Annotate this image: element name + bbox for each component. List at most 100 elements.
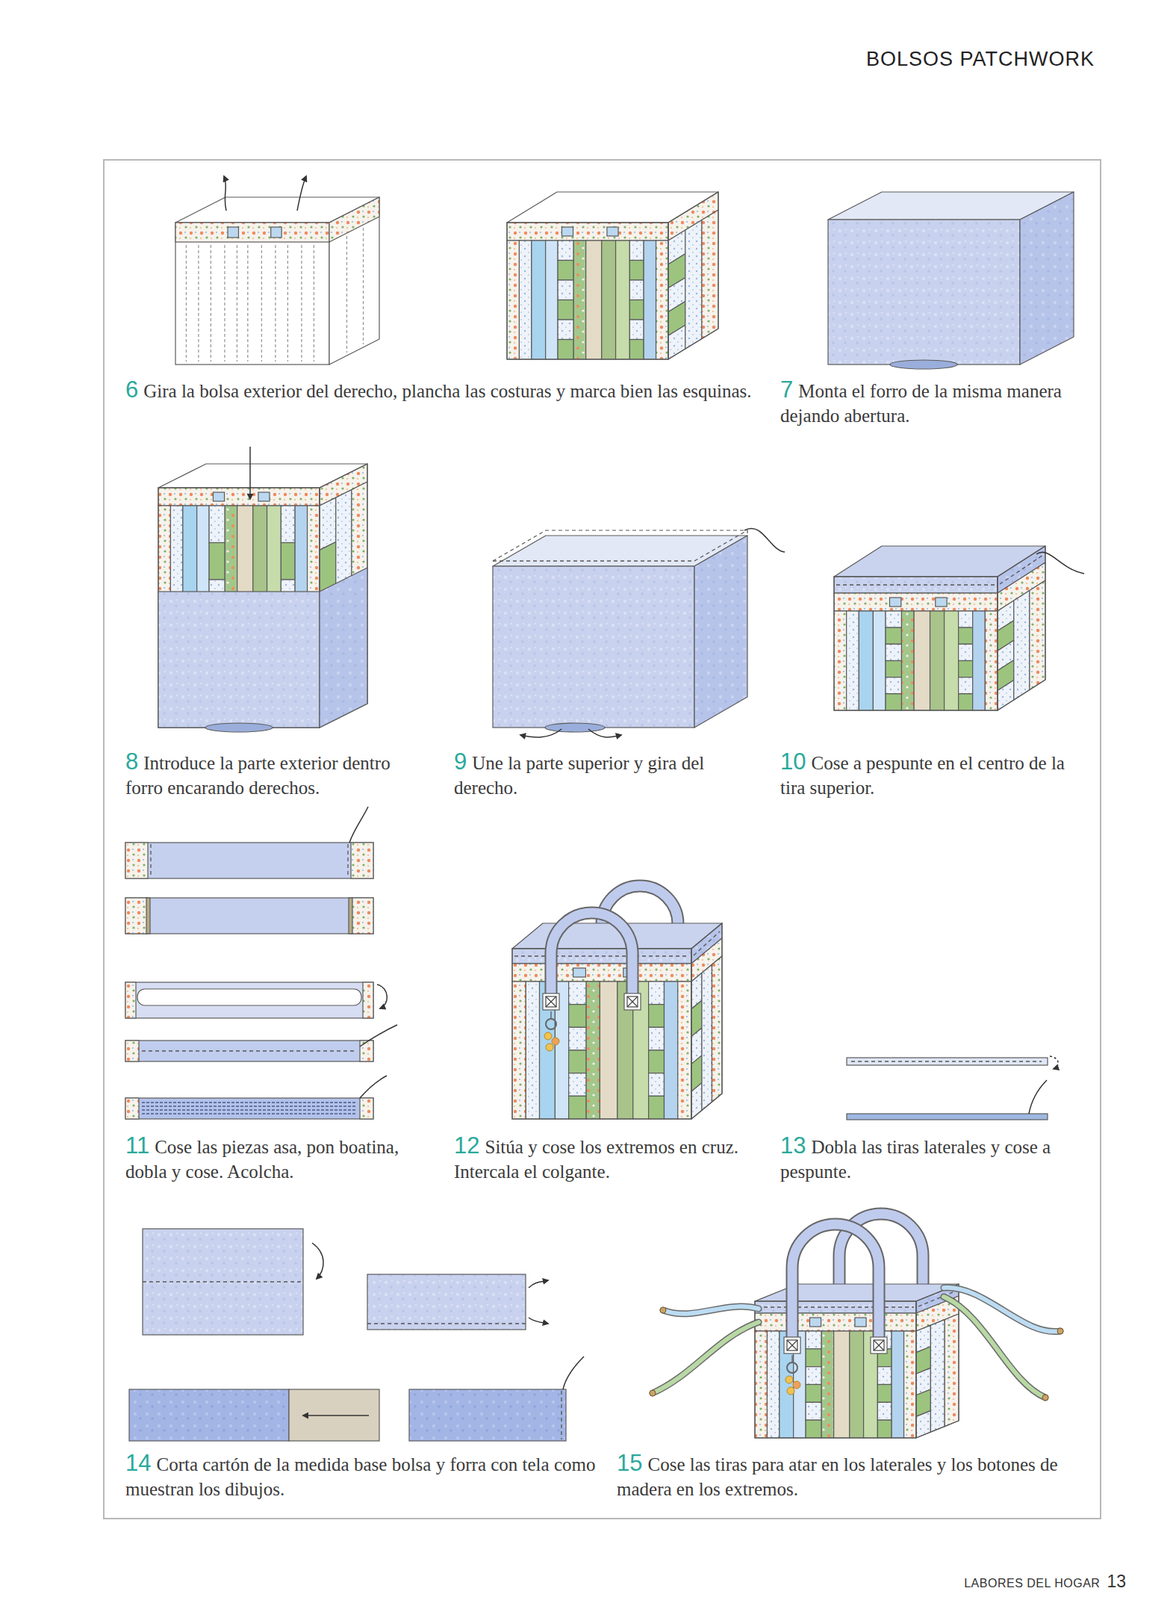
illustration-part — [984, 610, 998, 711]
illustration-part — [125, 981, 374, 1018]
illustration-part — [287, 244, 289, 362]
illustration-part — [663, 981, 678, 1119]
illustration-part — [834, 592, 998, 611]
illustration-part — [834, 576, 998, 593]
illustration-part — [329, 197, 380, 365]
illustration-part — [506, 222, 669, 241]
illustration-part — [629, 240, 644, 261]
illustration-part — [668, 191, 719, 360]
step-number: 13 — [780, 1131, 806, 1159]
illustration-part — [557, 339, 574, 360]
illustration-part — [551, 912, 633, 1001]
illustration-part — [545, 1043, 554, 1051]
illustration-part — [785, 1375, 793, 1383]
illustration-part — [877, 1419, 892, 1438]
illustration-part — [885, 643, 902, 661]
illustration-part — [854, 1317, 867, 1327]
illustration-part — [367, 1322, 526, 1324]
illustration-part — [958, 627, 973, 644]
illustration-part — [561, 226, 573, 236]
illustration-part — [568, 1004, 587, 1028]
illustration-part — [348, 897, 353, 934]
illustration-part — [158, 487, 320, 728]
step-text: Gira la bolsa exterior del derecho, plan… — [143, 380, 752, 401]
illustration-part — [901, 610, 914, 711]
illustration-part — [362, 227, 364, 345]
step-caption: 9Une la parte superior y gira del derech… — [453, 748, 761, 800]
illustration-part — [616, 240, 631, 360]
illustration-part — [350, 897, 374, 934]
illustration-part — [280, 542, 295, 581]
illustration-part — [629, 319, 644, 340]
illustration-part — [350, 842, 374, 879]
illustration-part — [261, 244, 263, 362]
illustration-part — [849, 1330, 864, 1438]
illustration-part — [209, 505, 225, 543]
illustration-part — [506, 240, 519, 360]
illustration-part — [754, 1300, 917, 1438]
illustration-part — [492, 560, 695, 561]
step-text: Cose las piezas asa, pon boatina, dobla … — [125, 1136, 399, 1182]
illustration-part — [557, 300, 574, 321]
illustration-part — [805, 1330, 822, 1349]
illustration-part — [512, 948, 692, 964]
illustration-part — [629, 300, 644, 321]
illustration-part — [691, 922, 723, 1119]
illustration-part — [359, 1075, 387, 1098]
illustration-part — [492, 530, 748, 561]
illustration-part — [648, 1095, 665, 1119]
illustration-part — [944, 1313, 959, 1427]
illustration-part — [258, 492, 270, 502]
illustration-part — [652, 1321, 759, 1393]
illustration-part — [125, 1097, 139, 1119]
illustration-part — [648, 1072, 665, 1097]
illustration-part — [656, 240, 669, 360]
illustration-part — [125, 1040, 139, 1062]
illustration-part — [185, 244, 187, 362]
illustration-part — [766, 1330, 779, 1438]
step-caption: 6Gira la bolsa exterior del derecho, pla… — [125, 377, 759, 404]
illustration-part — [870, 1336, 888, 1353]
illustration-part — [701, 963, 713, 1110]
illustration-part — [944, 610, 959, 711]
illustration-part — [125, 897, 148, 934]
illustration-part — [786, 1361, 798, 1373]
illustration-part — [545, 996, 557, 1007]
illustration-part — [1013, 590, 1030, 701]
illustration-group — [103, 159, 1101, 1518]
illustration-part — [125, 897, 374, 934]
illustration-part — [846, 1113, 1048, 1120]
illustration-part — [568, 1095, 587, 1119]
step-caption: 10Cose a pespunte en el centro de la tir… — [780, 748, 1087, 800]
illustration-part — [648, 1004, 665, 1028]
illustration-part — [297, 176, 307, 211]
illustration-part — [805, 1419, 822, 1438]
step-caption: 13Dobla las tiras laterales y cose a pes… — [780, 1132, 1087, 1184]
illustration-part — [694, 530, 748, 561]
illustration-part — [249, 446, 251, 499]
illustration-part — [560, 1390, 562, 1439]
illustration-part — [805, 1366, 822, 1385]
illustration-part — [146, 897, 151, 934]
illustration-part — [916, 1283, 959, 1438]
footer-text: LABORES DEL HOGAR — [963, 1576, 1100, 1590]
illustration-part — [627, 996, 638, 1007]
illustration-part — [125, 842, 148, 879]
illustration-part — [805, 1401, 822, 1420]
illustration-part — [601, 240, 616, 360]
illustration-part — [512, 981, 526, 1119]
step-caption: 11Cose las piezas asa, pon boatina, dobl… — [125, 1132, 417, 1184]
illustration-part — [141, 1101, 357, 1103]
illustration-part — [858, 610, 873, 711]
illustration-part — [545, 996, 557, 1007]
illustration-part — [557, 260, 574, 281]
step-text: Introduce la parte exterior dentro forro… — [125, 752, 391, 798]
illustration-part — [792, 1380, 801, 1389]
illustration-part — [359, 1097, 374, 1119]
illustration-part — [805, 1348, 822, 1367]
illustration-part — [568, 1049, 587, 1073]
illustration-part — [224, 176, 227, 211]
illustration-part — [506, 222, 669, 360]
illustration-part — [492, 565, 695, 728]
illustration-part — [913, 610, 930, 711]
